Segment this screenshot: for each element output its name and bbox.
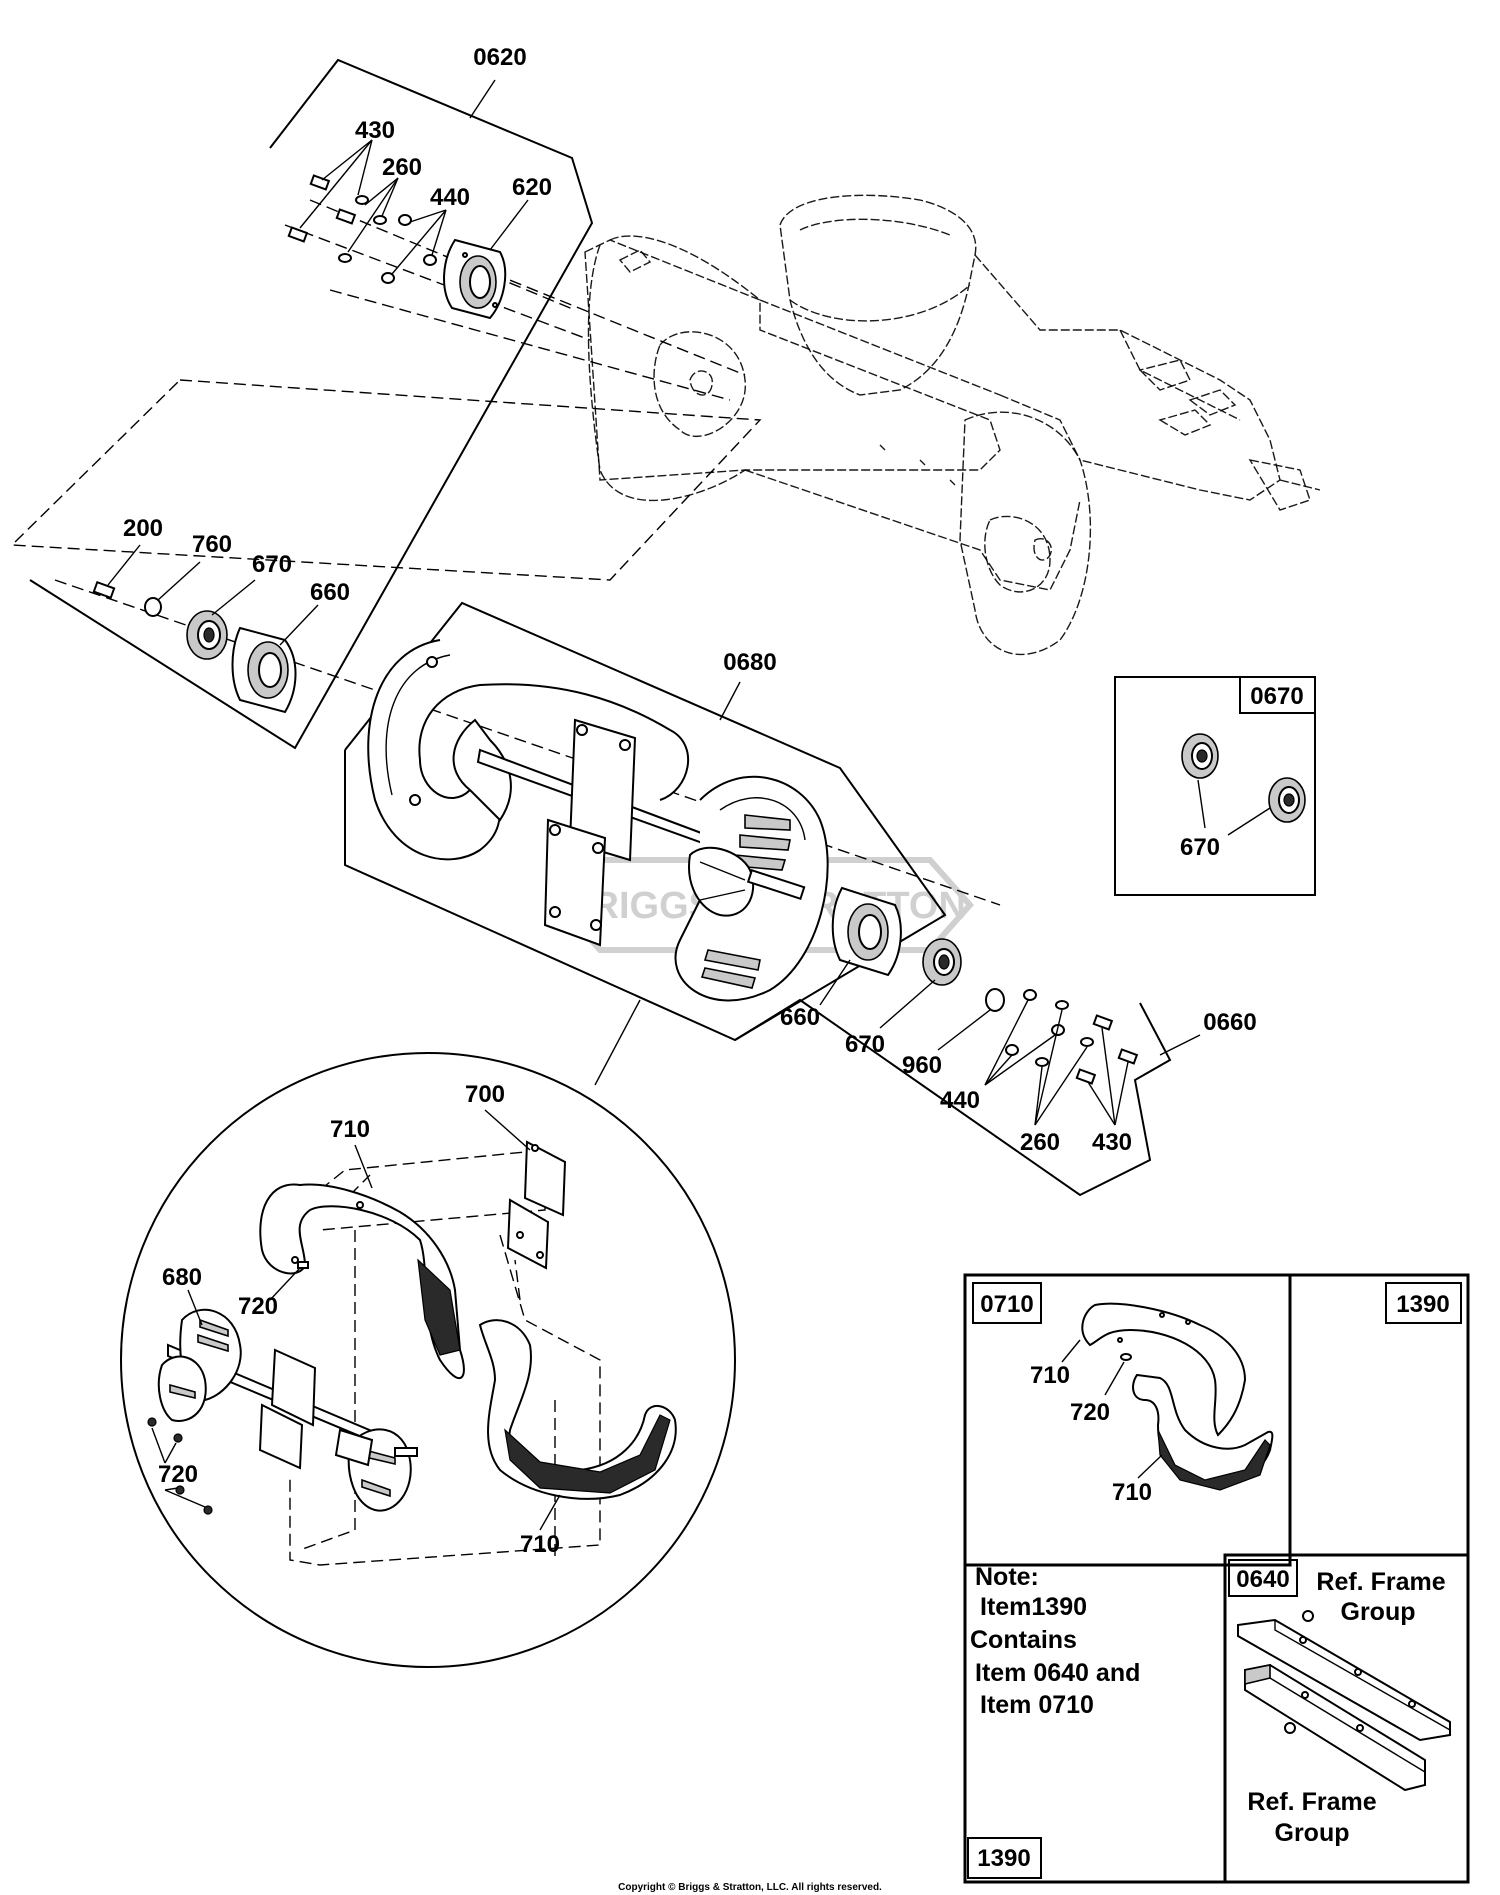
group-0680: 0680 [344,601,947,1042]
bolt-icon [92,580,116,600]
note-line-3: Contains [970,1626,1077,1654]
flange-icon [831,886,902,977]
nut-icon [1023,989,1037,1001]
ref-frame-label: Ref. Frame [1247,1788,1376,1816]
group-label-1390: 1390 [1396,1291,1449,1318]
nut-icon [423,254,437,266]
part-label-710: 710 [1030,1362,1070,1389]
group-label-0620: 0620 [473,44,526,71]
part-label-260: 260 [382,154,422,181]
note-line-1: Note: [975,1563,1039,1591]
note-line-4: Item 0640 and [975,1659,1140,1687]
part-label-430: 430 [355,117,395,144]
auger-shaft-detail [157,1308,418,1512]
group-0660: 0660 [734,998,1257,1197]
flange-620: 620 [443,174,552,320]
washer-icon [355,195,369,205]
top-hardware: 430 260 440 [287,117,470,284]
bearing-icon [186,610,228,660]
part-label-720: 720 [238,1293,278,1320]
group-0620: 0620 [29,44,594,750]
part-label-680: 680 [162,1264,202,1291]
washer-icon [985,988,1005,1012]
part-label-430: 430 [1092,1129,1132,1156]
ref-frame-label: Ref. Frame [1316,1568,1445,1596]
bolt-icon [1092,1014,1114,1031]
washer-icon [1055,1000,1069,1010]
auger-housing-ghost [584,194,1321,656]
flight-710-upper [259,1183,465,1380]
bolt-icon [173,1433,183,1443]
part-label-440: 440 [430,184,470,211]
bolt-icon [309,174,331,191]
washer-icon [338,253,352,263]
group-label-0640: 0640 [1236,1566,1289,1593]
copyright-text: Copyright © Briggs & Stratton, LLC. All … [618,1882,882,1893]
part-label-670: 670 [252,551,292,578]
part-label-720: 720 [158,1461,198,1488]
washer-icon [1080,1037,1094,1047]
part-label-700: 700 [465,1081,505,1108]
part-label-660: 660 [310,579,350,606]
bolt-icon [1117,1048,1139,1065]
bolt-icon [147,1417,157,1427]
box-0670: 0670 670 [1114,676,1316,896]
bearing-icon [1181,733,1219,779]
flight-710-lower [478,1319,677,1500]
box-0640: 0640 Ref. Frame Group Ref. Frame Group [1223,1553,1470,1884]
bearing-icon [1268,777,1306,823]
group-label-0670: 0670 [1250,683,1303,710]
part-label-260: 260 [1020,1129,1060,1156]
screw-icon [1302,1610,1314,1622]
screw-icon [1284,1722,1296,1734]
bolt-icon [297,1261,309,1269]
nut-icon [398,214,412,226]
group-label-0710: 0710 [980,1291,1033,1318]
part-label-620: 620 [512,174,552,201]
part-label-760: 760 [192,531,232,558]
part-label-200: 200 [123,515,163,542]
group-label-0680: 0680 [723,649,776,676]
note-line-2: Item1390 [980,1593,1087,1621]
washer-icon [1035,1057,1049,1067]
part-label-440: 440 [940,1087,980,1114]
bolt-icon [1075,1068,1097,1085]
auger-detail-circle: 700 710 720 710 [120,999,736,1668]
group-label-1390: 1390 [977,1845,1030,1872]
flange-icon [231,626,297,714]
bolt-icon [203,1505,213,1515]
note-block: Note: Item1390 Contains Item 0640 and It… [970,1563,1140,1719]
note-line-5: Item 0710 [980,1691,1094,1719]
ref-frame-label: Group [1341,1598,1416,1626]
washer-icon [373,215,387,225]
bracket-700 [506,1140,567,1270]
ref-frame-label: Group [1275,1819,1350,1847]
part-label-720: 720 [1070,1399,1110,1426]
lower-left-hardware: 200 760 670 660 [92,515,350,714]
part-label-670: 670 [1180,834,1220,861]
group-label-0660: 0660 [1203,1009,1256,1036]
washer-icon [144,597,162,617]
bolt-icon [335,208,357,225]
box-0710: 0710 710 720 710 [963,1273,1292,1567]
part-label-710: 710 [520,1531,560,1558]
right-hardware: 660 670 960 440 260 430 [780,886,1139,1156]
nut-icon [381,272,395,284]
bolt-icon [287,226,309,243]
bolt-icon [1120,1353,1132,1361]
bearing-icon [922,938,962,986]
nut-icon [1005,1044,1019,1056]
part-label-710: 710 [330,1116,370,1143]
part-label-710: 710 [1112,1479,1152,1506]
